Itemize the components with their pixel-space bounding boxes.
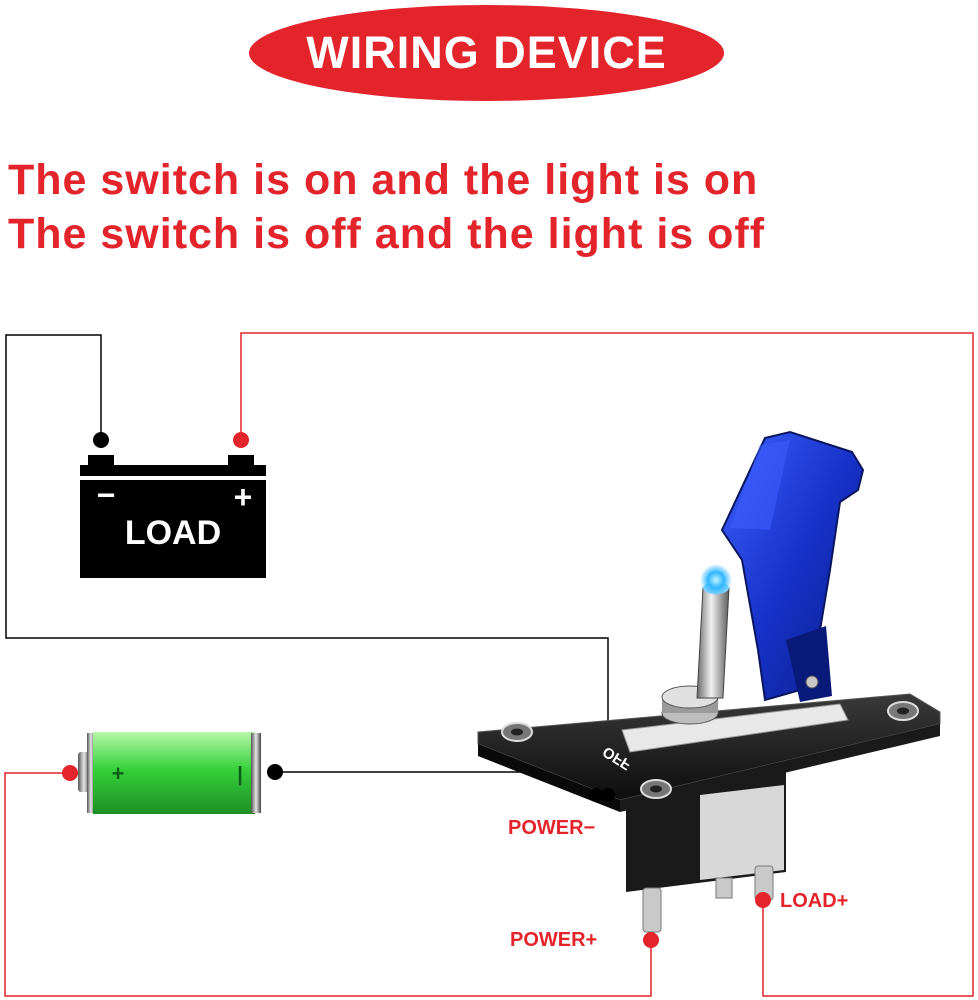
load-minus-sign: −	[97, 477, 116, 513]
label-power-minus: POWER−	[508, 817, 595, 839]
label-power-plus: POWER+	[510, 929, 597, 951]
load-plus-sign: +	[234, 479, 253, 515]
load-positive-dot	[233, 432, 249, 448]
wire-load-negative	[5, 334, 609, 793]
page-title: WIRING DEVICE	[306, 27, 667, 78]
switch-power-minus-dot	[589, 788, 603, 802]
title-banner: WIRING DEVICE	[249, 5, 724, 101]
load-battery-label: LOAD	[125, 514, 221, 552]
led-indicator	[700, 564, 732, 596]
caption-switch-off: The switch is off and the light is off	[8, 210, 766, 258]
power-negative-dot	[267, 764, 283, 780]
power-battery-icon: + |	[78, 732, 261, 814]
load-negative-dot	[93, 432, 109, 448]
power-positive-dot	[62, 765, 78, 781]
terminal-power-plus	[642, 887, 662, 933]
power-minus-sign: |	[237, 764, 243, 786]
load-battery-icon: − + LOAD	[80, 455, 266, 578]
power-plus-sign: +	[112, 761, 125, 786]
switch-load-plus-dot	[755, 892, 771, 908]
wire-power-positive	[4, 772, 652, 997]
switch-load-minus-dot	[601, 788, 615, 802]
caption-switch-on: The switch is on and the light is on	[8, 156, 759, 204]
switch-power-plus-dot	[643, 932, 659, 948]
toggle-switch: OFF	[477, 430, 941, 933]
label-load-plus: LOAD+	[780, 890, 848, 912]
wire-load-positive	[240, 332, 974, 997]
